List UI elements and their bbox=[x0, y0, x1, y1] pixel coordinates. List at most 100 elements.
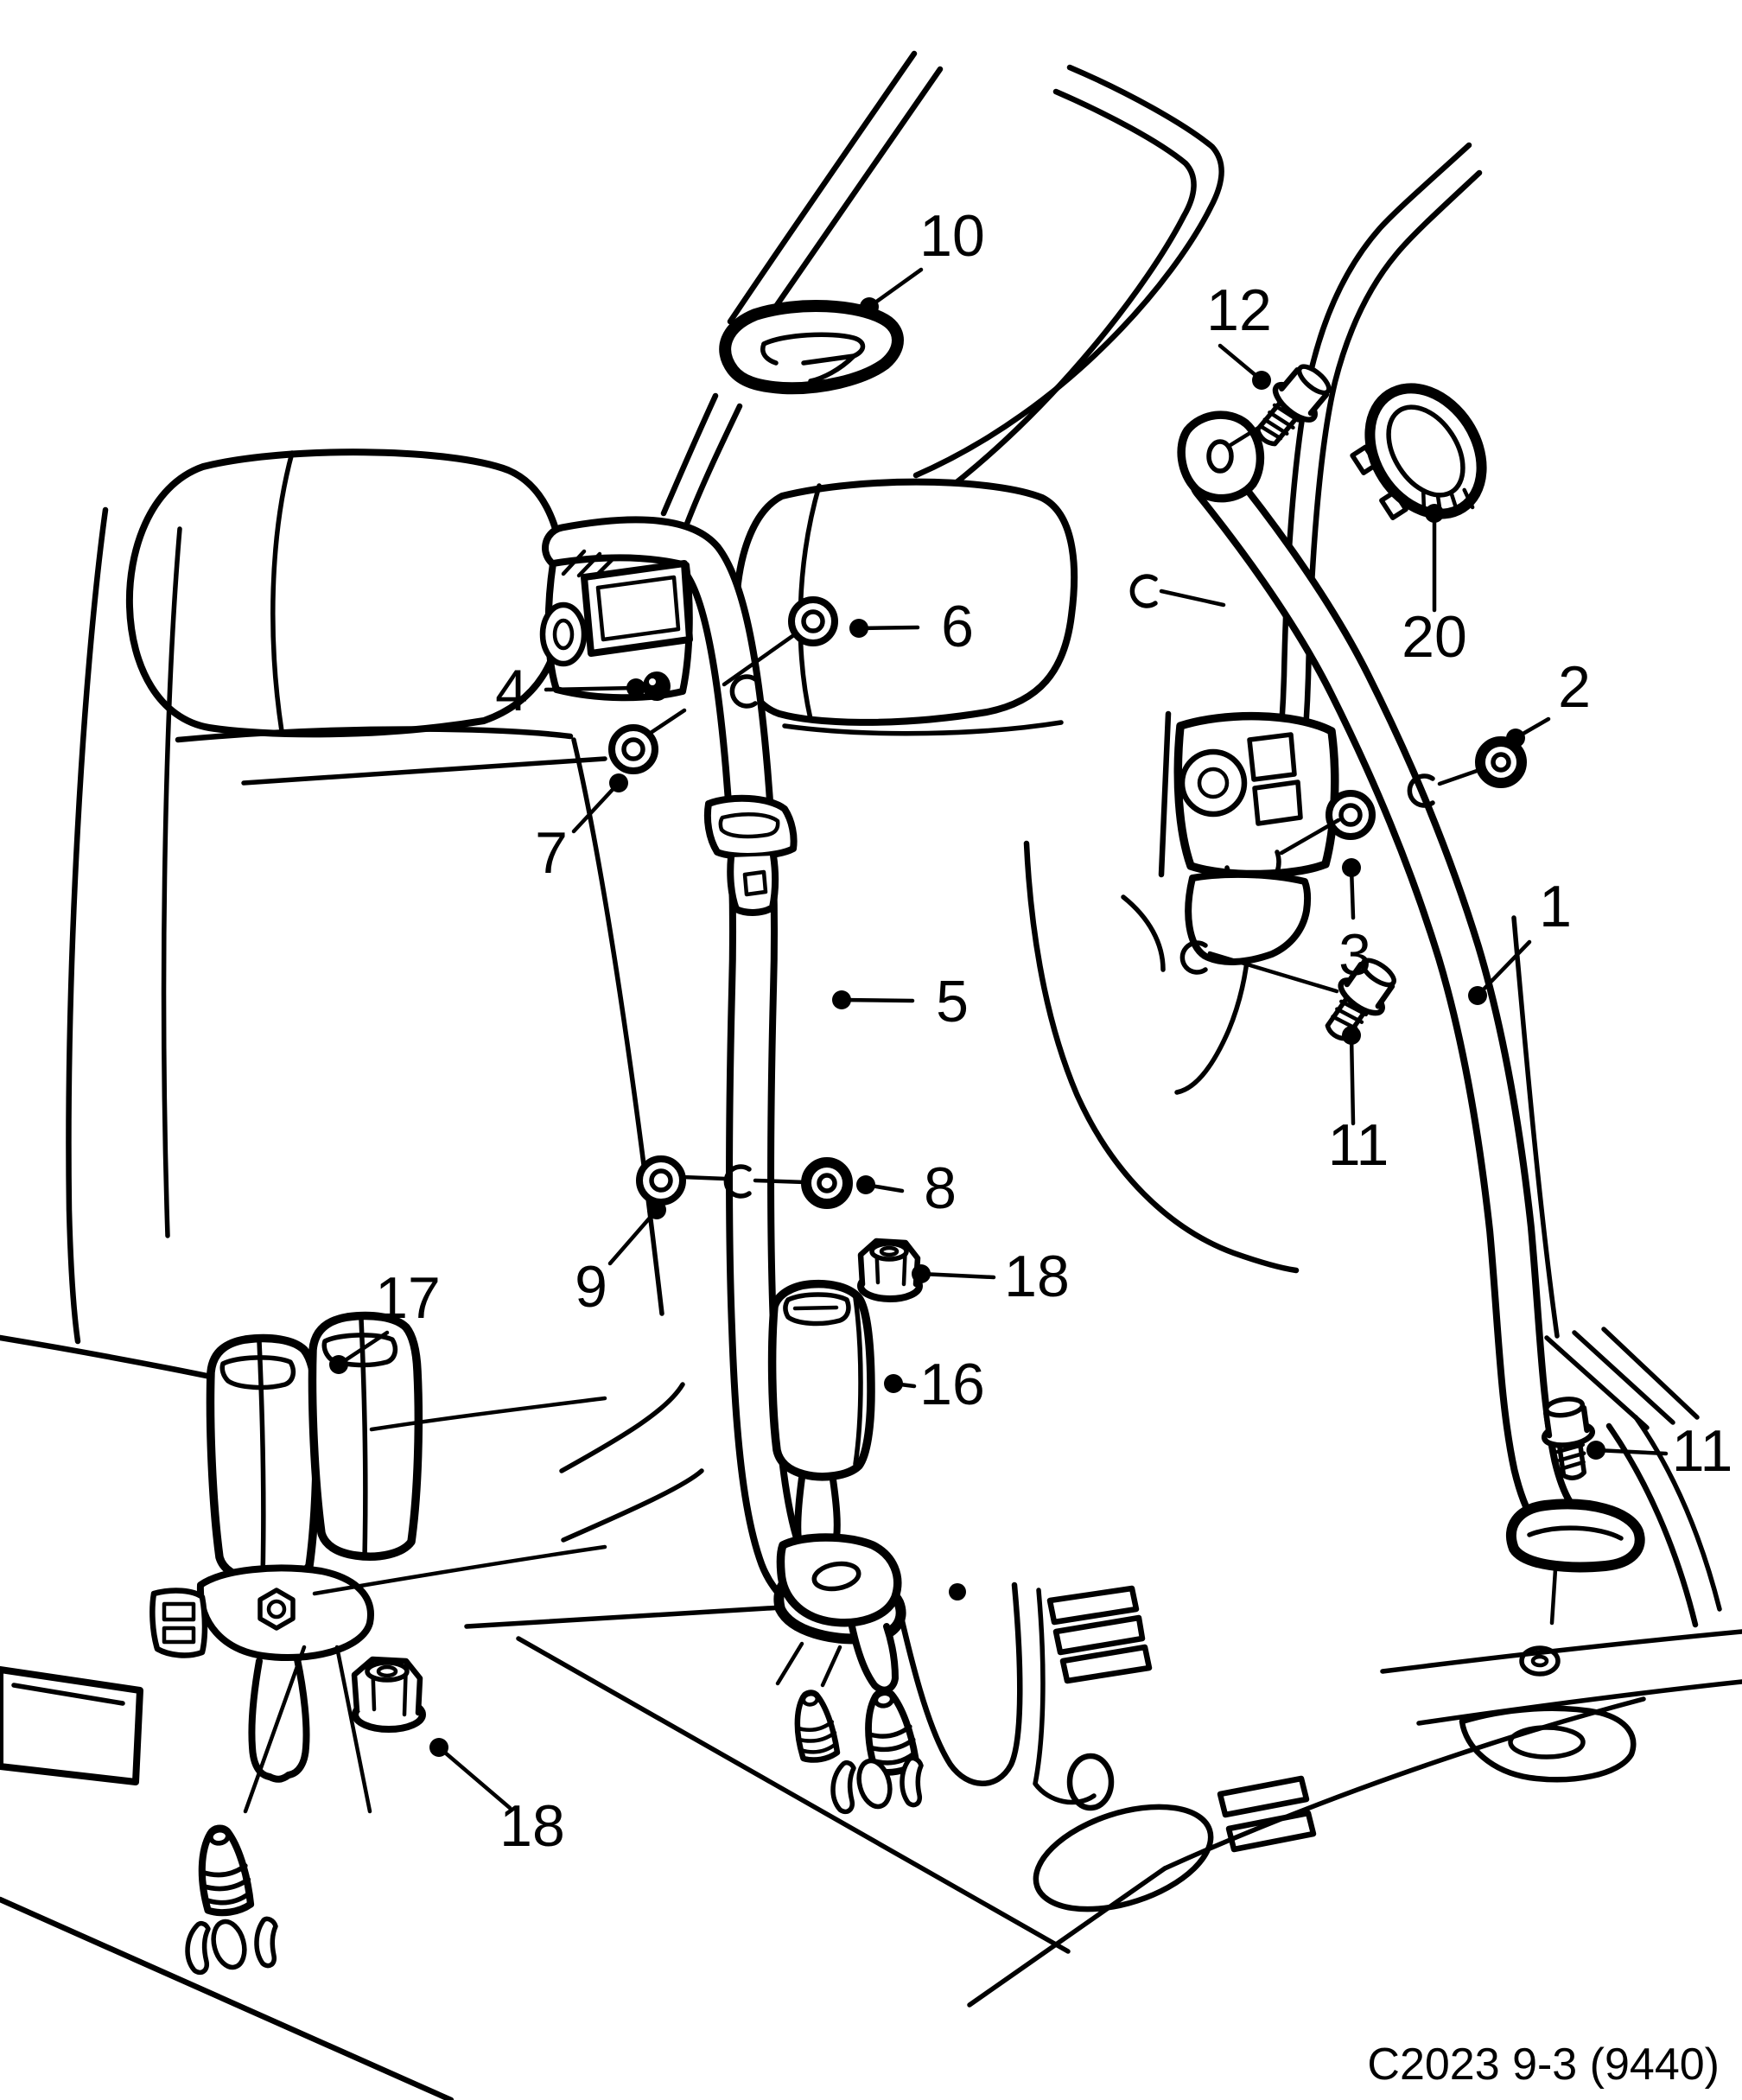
callout-label-11: 11 bbox=[1672, 1418, 1733, 1484]
callout-dot-6 bbox=[849, 619, 868, 638]
floor-pan-part bbox=[1530, 1654, 1549, 1668]
buckle-17-part bbox=[243, 1645, 307, 1814]
bolt-12-part bbox=[1272, 403, 1300, 423]
bezel-10 bbox=[719, 300, 904, 395]
callout-label-10: 10 bbox=[919, 203, 985, 269]
callout-label-18: 18 bbox=[1004, 1244, 1070, 1309]
bezel-10-part bbox=[808, 353, 856, 384]
callout-label-11: 11 bbox=[1328, 1112, 1389, 1178]
callout-label-16: 16 bbox=[919, 1352, 985, 1417]
floor-pan-part bbox=[0, 1896, 455, 2100]
nut-18-lower-part bbox=[365, 1660, 410, 1683]
floor-pan-part bbox=[890, 1580, 1023, 1786]
grommets-washers bbox=[608, 574, 1527, 1209]
grommets-washers-part bbox=[1491, 752, 1511, 773]
lower-anchor-right bbox=[1505, 1499, 1645, 1626]
floor-pan-part bbox=[1225, 1810, 1317, 1853]
rear-seats-part bbox=[161, 526, 182, 1238]
callout-leader-11 bbox=[1349, 1033, 1356, 1126]
callout-label-5: 5 bbox=[936, 969, 969, 1034]
rear-seats-part bbox=[1121, 894, 1166, 972]
buckle-17-part bbox=[285, 1656, 310, 1779]
body-pillar-lines-part bbox=[1633, 1415, 1722, 1612]
retractor-left bbox=[539, 549, 693, 702]
buckle-17-part bbox=[334, 1645, 372, 1814]
callout-leader-5 bbox=[839, 997, 915, 1003]
body-pillar-lines-part bbox=[750, 66, 944, 342]
nut-18-upper bbox=[857, 1238, 923, 1302]
callout-dot-16 bbox=[884, 1374, 903, 1393]
floor-studs-part-part bbox=[796, 1730, 837, 1743]
retractor-left-part bbox=[539, 601, 588, 667]
seat-belt-left bbox=[542, 516, 852, 1628]
buckle-17-part bbox=[196, 1564, 374, 1662]
bolt-11-lower-part bbox=[1543, 1397, 1586, 1418]
buckle-17-part bbox=[369, 1396, 607, 1432]
mount-hole bbox=[729, 674, 758, 709]
hole-part-links-part bbox=[1159, 589, 1226, 608]
callout-dot-18 bbox=[429, 1738, 448, 1757]
left-headrest bbox=[125, 449, 568, 738]
buckle-17-part bbox=[219, 1355, 296, 1390]
seat-belt-right bbox=[1189, 456, 1599, 1559]
body-pillar-lines-part bbox=[683, 403, 743, 527]
grommet-3 bbox=[1326, 790, 1376, 840]
callout-dot-9 bbox=[647, 1200, 666, 1219]
grommets-washers-part bbox=[817, 1173, 837, 1193]
floor-pan-part bbox=[1508, 1725, 1586, 1760]
retractor-right-part bbox=[1247, 732, 1297, 782]
buckle-17-part bbox=[321, 1333, 398, 1368]
bolt-11-upper-part bbox=[1335, 1007, 1364, 1024]
floor-pan-part bbox=[967, 1866, 1167, 2008]
body-pillar-lines-part bbox=[933, 88, 1197, 501]
retractor-left-part bbox=[595, 575, 681, 642]
callout-dot-17 bbox=[329, 1355, 348, 1374]
callout-leader-18 bbox=[436, 1745, 512, 1810]
nut-18-upper-part bbox=[869, 1241, 909, 1262]
blanking-plugs-part-part bbox=[211, 1919, 247, 1970]
lower-anchor-right-part bbox=[1505, 1499, 1645, 1573]
callout-leader-6 bbox=[856, 625, 920, 631]
floor-pan-part bbox=[1519, 1645, 1561, 1677]
retractor-right-part bbox=[1185, 870, 1312, 965]
callout-dot-8 bbox=[856, 1175, 875, 1194]
hole-part-links-part bbox=[1207, 951, 1339, 994]
bolt-12 bbox=[1255, 364, 1332, 447]
blanking-plugs-part-part bbox=[185, 1920, 211, 1976]
retractor-left-part bbox=[649, 678, 656, 685]
buckle-16-part bbox=[811, 1561, 861, 1592]
callout-dot-11 bbox=[1586, 1441, 1605, 1460]
bezel-20-part bbox=[1364, 383, 1487, 519]
floor-pan-part bbox=[1217, 1775, 1310, 1818]
callout-label-6: 6 bbox=[941, 594, 974, 659]
retractor-right-part bbox=[1179, 748, 1248, 818]
buckle-17-part bbox=[248, 1658, 273, 1780]
bezel-10-part bbox=[719, 300, 904, 395]
figure-code: C2023 9-3 (9440) bbox=[1367, 2040, 1720, 2090]
floor-pan-part bbox=[1416, 1679, 1742, 1726]
callout-label-9: 9 bbox=[575, 1254, 607, 1320]
hole-part-links-part bbox=[1228, 424, 1262, 448]
callout-dot-2 bbox=[1506, 729, 1525, 748]
floor-pan-part bbox=[1059, 1644, 1153, 1684]
nut-18-lower bbox=[351, 1656, 426, 1733]
body-pillar-lines-part bbox=[1544, 1335, 1650, 1430]
grommet-9 bbox=[636, 1155, 686, 1206]
lower-anchor-left-part bbox=[820, 1645, 842, 1688]
body-pillar-lines-part bbox=[912, 64, 1224, 479]
buckle-17-part bbox=[162, 1601, 196, 1622]
center-headrest bbox=[732, 478, 1078, 726]
buckle-16-part bbox=[794, 1474, 805, 1543]
floor-studs-part-part bbox=[208, 1827, 231, 1846]
rear-seats-part bbox=[1023, 840, 1300, 1274]
body-pillar-lines-part bbox=[1605, 1422, 1699, 1628]
hole-part-links-part bbox=[680, 1174, 728, 1181]
upper-anchor-loop-part bbox=[1206, 439, 1234, 474]
bezel-20-part bbox=[1462, 487, 1475, 510]
floor-studs-part-part bbox=[865, 1724, 912, 1739]
body-pillar-lines-part bbox=[1572, 1330, 1675, 1425]
lower-anchor-right-part bbox=[1549, 1567, 1558, 1626]
bolt-12-part bbox=[1268, 410, 1295, 430]
